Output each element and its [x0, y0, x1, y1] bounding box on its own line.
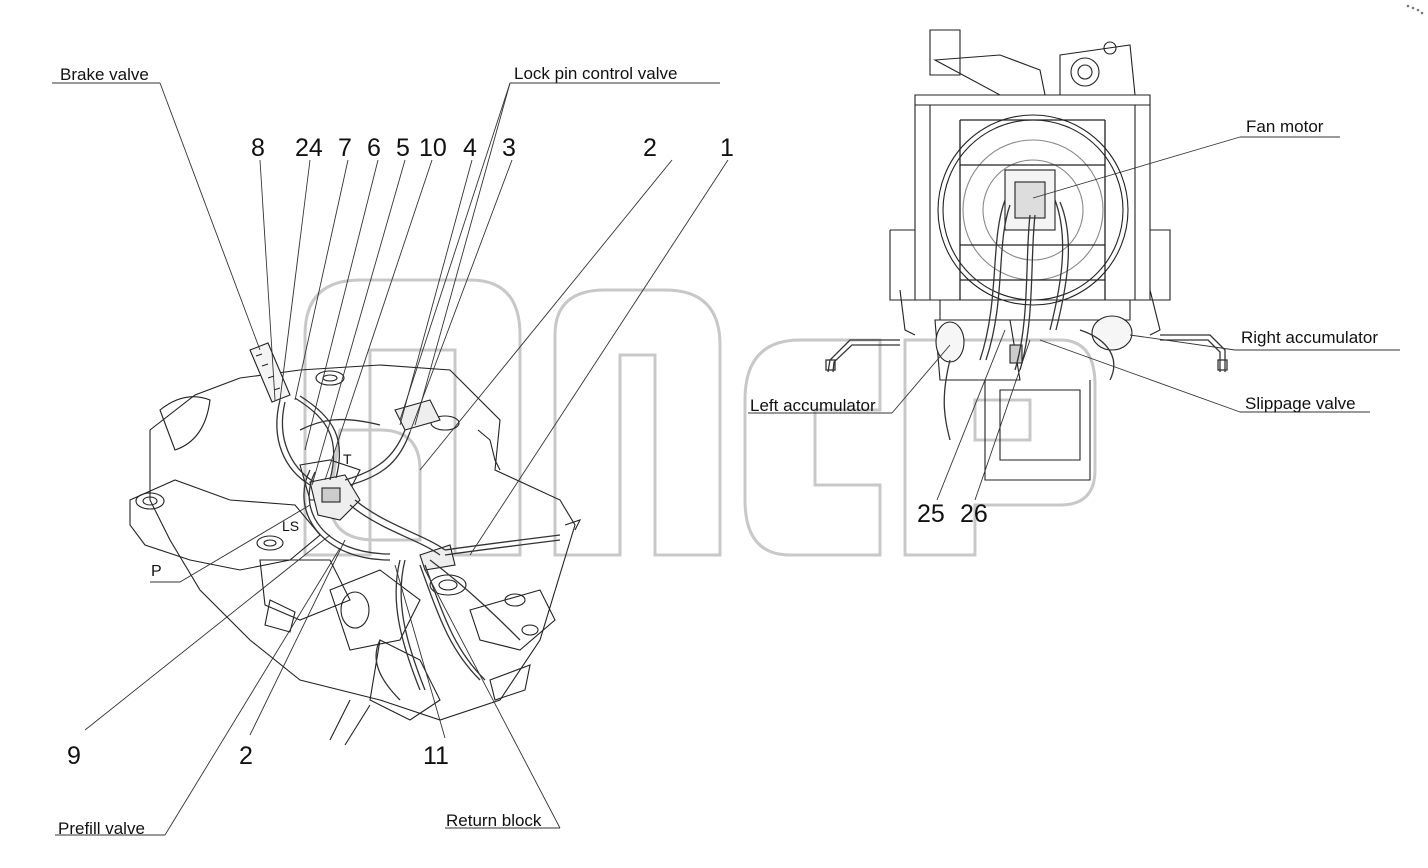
- label-left-accumulator: Left accumulator: [750, 396, 876, 415]
- left-hoses: [276, 395, 561, 701]
- port-label-t: T: [343, 451, 352, 467]
- leader-lines: [52, 82, 1400, 836]
- callout-5: 5: [396, 134, 410, 162]
- callout-3: 3: [502, 134, 516, 162]
- left-assembly-drawing: [129, 342, 582, 746]
- label-fan-motor: Fan motor: [1246, 117, 1324, 136]
- callout-4: 4: [463, 134, 477, 162]
- callout-9: 9: [67, 742, 81, 770]
- callout-8: 8: [251, 134, 265, 162]
- callout-6: 6: [367, 134, 381, 162]
- label-lock-pin-control-valve: Lock pin control valve: [514, 64, 678, 83]
- callout-1: 1: [720, 134, 734, 162]
- right-hoses: [825, 199, 1228, 441]
- callout-10: 10: [419, 134, 447, 162]
- label-slippage-valve: Slippage valve: [1245, 394, 1356, 413]
- label-right-accumulator: Right accumulator: [1241, 328, 1379, 347]
- callout-2-top: 2: [643, 134, 657, 162]
- callout-26: 26: [960, 500, 988, 528]
- port-label-ls: LS: [282, 518, 300, 534]
- label-prefill-valve: Prefill valve: [58, 819, 145, 838]
- callout-25: 25: [917, 500, 945, 528]
- callout-2-bottom: 2: [239, 742, 253, 770]
- callout-7: 7: [338, 134, 352, 162]
- port-label-p: P: [151, 563, 162, 580]
- right-assembly-drawing: [889, 29, 1171, 481]
- label-return-block: Return block: [446, 811, 542, 830]
- label-brake-valve: Brake valve: [60, 65, 149, 84]
- callout-11: 11: [423, 742, 449, 770]
- callout-24: 24: [295, 134, 323, 162]
- corner-mark: [1406, 4, 1424, 15]
